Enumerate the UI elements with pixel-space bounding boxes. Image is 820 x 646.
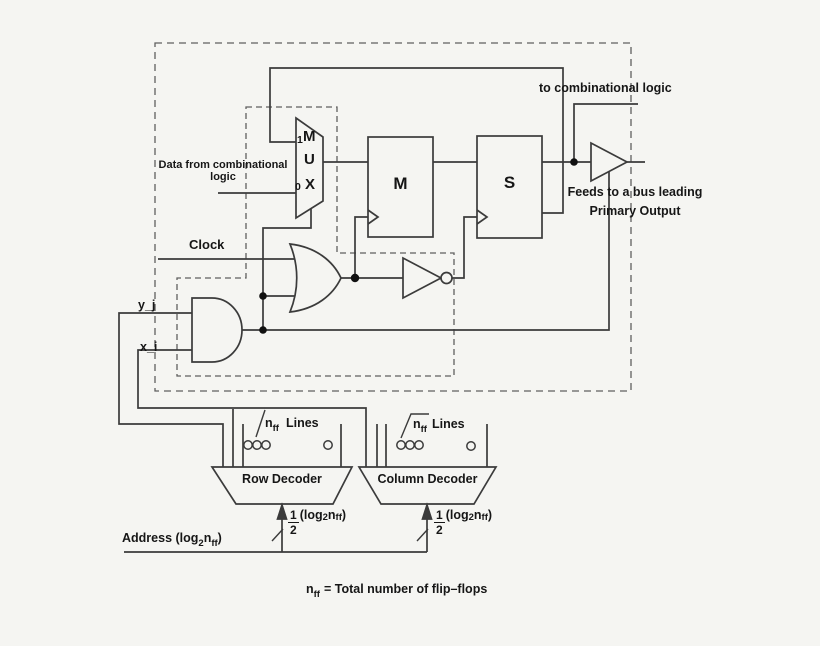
col-width-pre: (log — [445, 508, 469, 522]
row-arrowhead-icon — [276, 502, 288, 520]
slave-clock-chevron-icon — [476, 209, 489, 225]
column-arrowhead-icon — [421, 502, 433, 520]
row-lines-label: nff Lines — [265, 416, 319, 433]
row-lines-sub: ff — [272, 423, 279, 434]
yj-input-label: y_j — [138, 298, 156, 312]
mux-input-0-label: 0 — [295, 181, 301, 193]
row-lines-word: Lines — [285, 416, 319, 430]
footnote-sub: ff — [313, 589, 320, 600]
row-lines-base: n — [265, 416, 273, 430]
address-sub2: ff — [211, 538, 218, 549]
column-decoder-shape — [357, 466, 498, 505]
row-width-mid: n — [327, 508, 336, 522]
slave-latch-label: S — [503, 173, 516, 192]
data-input-label-line1: Data from combinational — [158, 159, 288, 171]
address-label: Address (log2nff) — [122, 531, 222, 548]
master-latch-block — [367, 136, 434, 238]
clock-label: Clock — [189, 237, 225, 252]
wire-inverter-to-slave-clock — [452, 216, 477, 279]
junction-dot — [570, 158, 578, 166]
col-lines-label: nff Lines — [413, 417, 465, 434]
footnote-rest: = Total number of flip–flops — [323, 582, 488, 596]
col-lines-word: Lines — [431, 417, 465, 431]
wire-mux-select — [262, 209, 312, 330]
wire-xi-input — [137, 349, 367, 467]
master-clock-chevron-icon — [367, 209, 380, 225]
or-gate — [288, 242, 342, 314]
row-width-post: ) — [341, 508, 347, 522]
row-bus-width-slash — [271, 528, 284, 542]
col-width-mid: n — [473, 508, 482, 522]
row-width-sub2: ff — [335, 512, 342, 523]
row-decoder-shape — [210, 466, 354, 505]
row-decoder-label: Row Decoder — [242, 472, 322, 486]
col-lines-leader-slash — [400, 413, 429, 439]
inverter-bubble — [440, 271, 453, 285]
row-width-sub1: 2 — [322, 512, 328, 523]
to-combinational-label: to combinational logic — [539, 81, 672, 95]
wire-and-output-to-enable — [242, 171, 610, 331]
mux-input-1-label: 1 — [297, 134, 303, 146]
wire-to-combinational-branch — [573, 103, 638, 162]
inverter-gate — [402, 256, 443, 300]
col-width-sub2: ff — [481, 512, 488, 523]
wire-master-clock — [354, 216, 368, 278]
row-lines-ellipsis-circle — [323, 440, 333, 450]
feeds-bus-label-line2: Primary Output — [589, 204, 681, 218]
address-post: ) — [217, 531, 222, 545]
data-input-label-line2: logic — [210, 170, 236, 183]
address-sub1: 2 — [198, 538, 204, 549]
footnote-base: n — [306, 582, 314, 596]
tristate-buffer — [590, 141, 629, 183]
row-lines-ellipsis-circle — [261, 440, 271, 450]
row-width-numerator: 1 — [288, 508, 299, 523]
row-width-fraction: 1 2 — [288, 509, 299, 536]
col-width-post: ) — [487, 508, 493, 522]
col-lines-ellipsis-circle — [396, 440, 406, 450]
wire-scan-feedback — [269, 67, 564, 214]
feeds-bus-label-line1: Feeds to a bus leading — [567, 185, 703, 199]
col-lines-sub: ff — [420, 424, 427, 435]
wire-yj-input — [118, 312, 224, 467]
mux — [295, 116, 324, 220]
junction-dot — [259, 292, 267, 300]
data-input-label: Data from combinational logic — [155, 159, 291, 183]
mux-letter-x: X — [305, 176, 316, 193]
row-width-denominator: 2 — [290, 523, 297, 537]
mux-letter-m: M — [303, 128, 316, 145]
slave-latch-block — [476, 135, 543, 239]
column-decoder-label: Column Decoder — [377, 472, 478, 486]
col-lines-ellipsis-circle — [414, 440, 424, 450]
junction-dot — [259, 326, 267, 334]
address-pre: Address (log — [122, 531, 199, 545]
col-lines-ellipsis-circle — [405, 440, 415, 450]
row-lines-ellipsis-circle — [252, 440, 262, 450]
junction-dot — [350, 273, 360, 283]
master-latch-label: M — [393, 174, 408, 193]
col-width-fraction: 1 2 — [434, 509, 445, 536]
column-bus-width-slash — [416, 528, 429, 542]
mux-letter-u: U — [304, 151, 315, 168]
row-lines-leader-slash — [255, 409, 266, 438]
address-mid: n — [203, 531, 212, 545]
row-lines-ellipsis-circle — [243, 440, 253, 450]
footnote-label: nff= Total number of flip–flops — [306, 582, 488, 599]
col-width-denominator: 2 — [436, 523, 443, 537]
col-width-numerator: 1 — [434, 508, 445, 523]
col-lines-base: n — [413, 417, 421, 431]
row-width-pre: (log — [299, 508, 323, 522]
col-width-sub1: 2 — [468, 512, 474, 523]
outer-dashed-box — [154, 42, 632, 392]
and-gate — [191, 297, 243, 363]
xi-input-label: x_i — [140, 340, 158, 354]
col-lines-ellipsis-circle — [466, 441, 476, 451]
